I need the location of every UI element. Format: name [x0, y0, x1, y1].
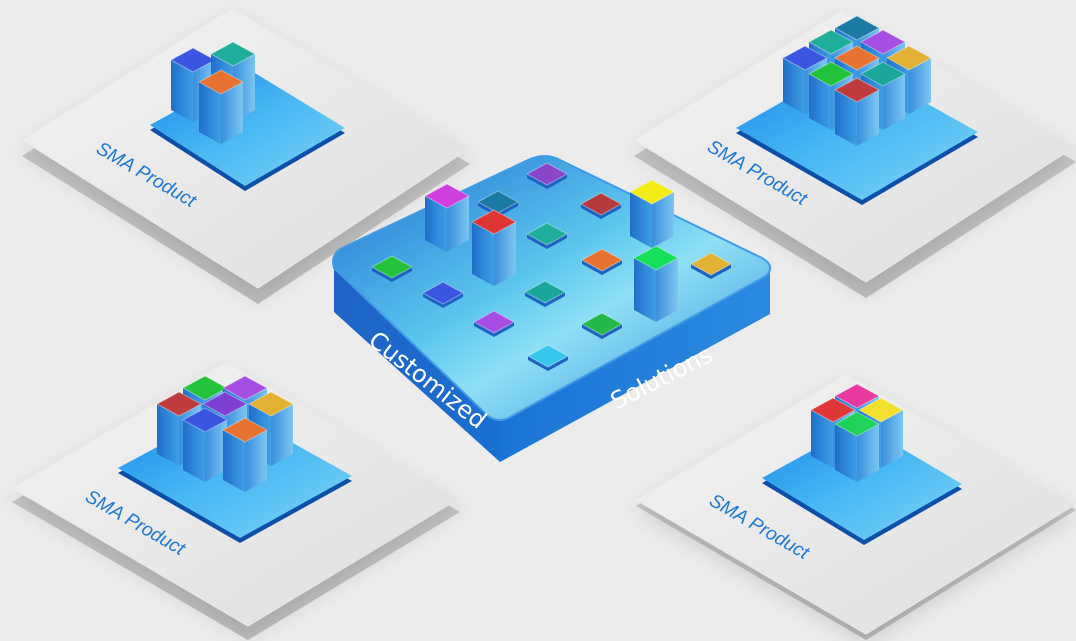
platform-pillar: [632, 245, 680, 322]
platform-tile: [523, 280, 567, 307]
product-cube: [833, 77, 881, 146]
platform-pillar: [628, 179, 676, 248]
product-card-top-left: SMA Product: [21, 7, 471, 304]
platform-tile: [580, 312, 624, 339]
platform-tile: [472, 310, 516, 337]
product-cube: [247, 391, 295, 466]
platform-edge: [332, 155, 772, 421]
product-cube: [833, 411, 881, 482]
platform-tile: [421, 281, 465, 308]
platform-tile: [525, 162, 569, 189]
product-cube: [169, 47, 217, 122]
platform-tile: [526, 344, 570, 371]
product-card-bottom-left: SMA Product: [11, 361, 461, 640]
product-cube: [197, 69, 245, 144]
platform-tile: [370, 255, 414, 282]
platform-pillar: [423, 183, 471, 252]
platform-left-side: [334, 268, 500, 462]
product-cube: [221, 417, 269, 492]
product-card-top-right: SMA Product: [633, 9, 1076, 298]
platform-pillar: [470, 209, 518, 286]
product-cube: [181, 407, 229, 482]
platform-tile: [580, 248, 624, 275]
platform-tile: [525, 222, 569, 249]
platform-tile: [689, 252, 733, 279]
platform-tile: [579, 192, 623, 219]
product-card-bottom-right: SMA Product: [635, 373, 1076, 640]
platform-right-side: [500, 272, 770, 462]
platform-tiles: [370, 162, 733, 371]
